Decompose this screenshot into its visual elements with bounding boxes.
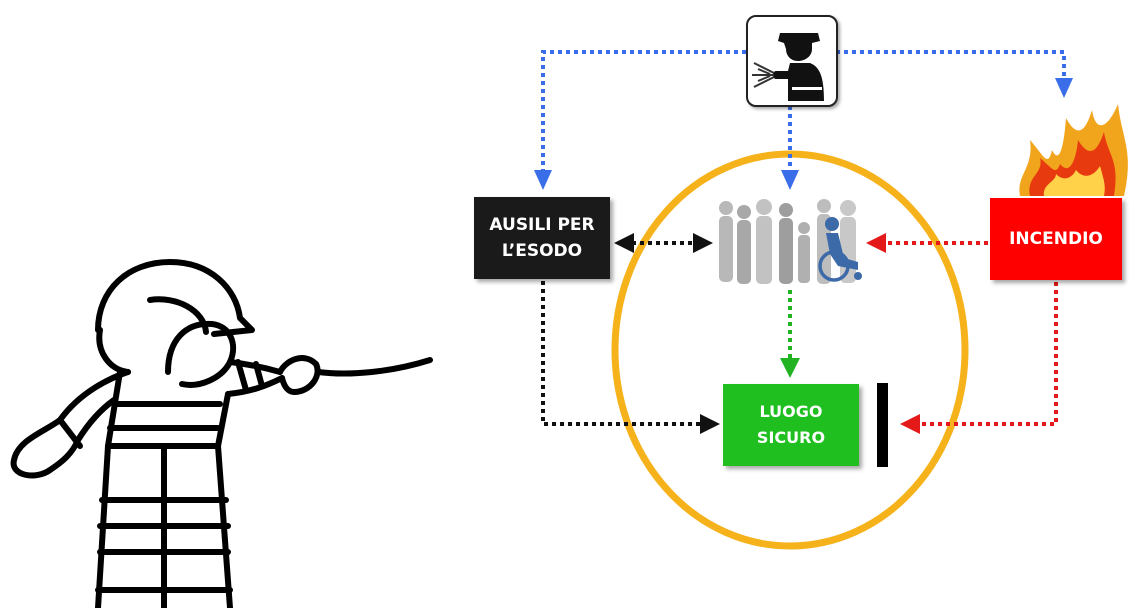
black-arrows	[541, 241, 702, 426]
firefighter-card-svg	[752, 33, 824, 101]
incendio-box: INCENDIO	[990, 198, 1122, 280]
ausili-per-esodo-box: AUSILI PER L’ESODO	[474, 197, 610, 279]
arrow-incendio-to-barrier	[920, 282, 1058, 426]
arrow-ausili-to-luogo	[541, 281, 702, 426]
cartoon-firefighter	[10, 259, 433, 608]
red-arrows	[884, 241, 1058, 426]
wheelchair-user-icon	[818, 217, 862, 282]
arrow-to-ausili	[538, 50, 746, 184]
fire-flames-icon	[1019, 104, 1128, 196]
firefighter-with-extinguisher-icon	[746, 15, 838, 107]
blue-arrows	[538, 50, 1069, 184]
arrow-to-incendio	[836, 50, 1069, 92]
barrier-bar	[877, 383, 888, 467]
luogo-sicuro-box: LUOGO SICURO	[723, 384, 859, 466]
